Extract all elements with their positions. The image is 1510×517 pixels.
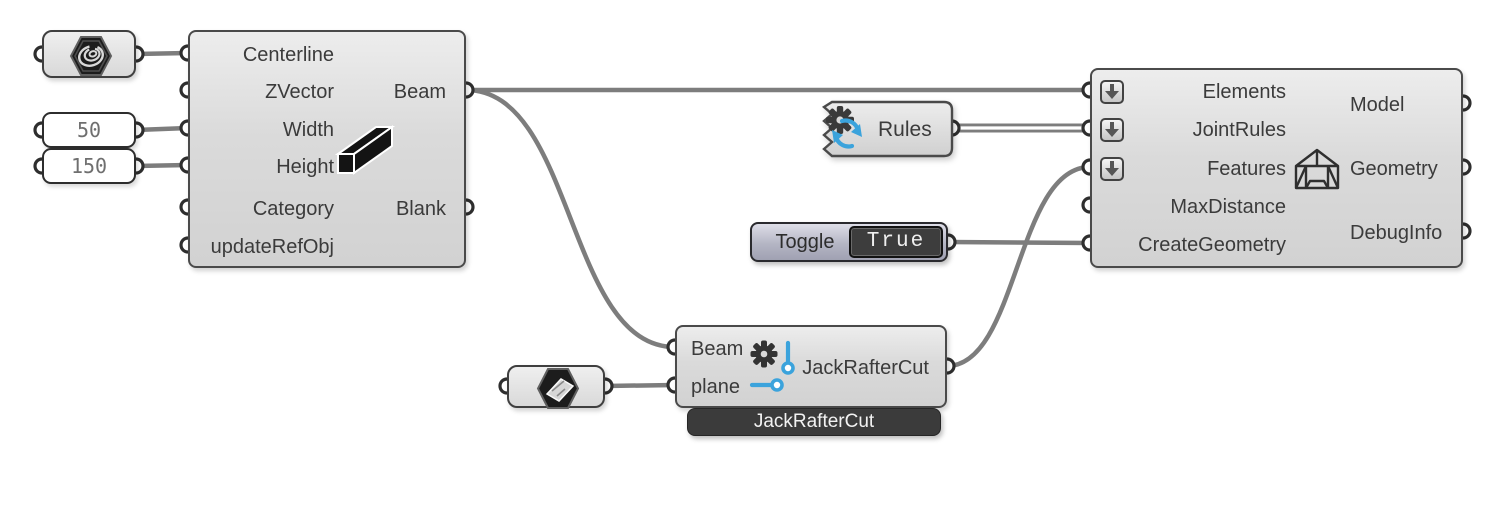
beam-component[interactable]: Centerline ZVector Width Height Category…	[188, 30, 466, 268]
frame-model-icon	[1294, 148, 1340, 190]
output-label-model: Model	[1350, 94, 1405, 116]
gear-circuit-icon	[749, 340, 795, 392]
toggle-label: Toggle	[775, 231, 835, 253]
down-arrow-icon	[1105, 122, 1119, 137]
height-panel[interactable]: 150	[42, 148, 136, 184]
rules-component[interactable]: Rules	[808, 100, 954, 158]
jackraftercut-nickname: JackRafterCut	[753, 411, 875, 432]
width-panel[interactable]: 50	[42, 112, 136, 148]
height-panel-value: 150	[70, 154, 108, 178]
input-label-maxdistance: MaxDistance	[1170, 196, 1286, 218]
wire-panel50-to-width[interactable]	[135, 125, 189, 133]
input-label-zvector: ZVector	[265, 81, 334, 103]
down-arrow-icon	[1105, 84, 1119, 99]
input-label-elements: Elements	[1202, 81, 1286, 103]
input-label-height: Height	[276, 156, 334, 178]
toggle-value[interactable]: True	[849, 226, 943, 258]
jackraftercut-nickname-bar: JackRafterCut	[687, 408, 941, 436]
jointrules-flatten-toggle[interactable]	[1100, 118, 1124, 142]
input-label-plane: plane	[691, 376, 740, 398]
output-label-debuginfo: DebugInfo	[1350, 222, 1443, 244]
rules-label: Rules	[878, 118, 932, 141]
output-label-beam: Beam	[393, 81, 446, 103]
down-arrow-icon	[1105, 161, 1119, 176]
wire-panel150-to-height[interactable]	[135, 162, 189, 169]
gear-cycle-icon	[826, 106, 862, 149]
input-label-centerline: Centerline	[242, 44, 334, 66]
input-label-jointrules: JointRules	[1192, 119, 1286, 141]
input-label-features: Features	[1207, 158, 1286, 180]
plane-hexagon-icon	[536, 368, 580, 409]
boolean-toggle[interactable]: Toggle True	[750, 222, 948, 262]
wire-toggle-to-creategeometry[interactable]	[947, 239, 1091, 246]
model-component[interactable]: Elements JointRules Features MaxDistance…	[1090, 68, 1463, 268]
elements-flatten-toggle[interactable]	[1100, 80, 1124, 104]
rules-jagged-body[interactable]	[821, 100, 954, 158]
input-label-category: Category	[252, 198, 334, 220]
input-label-width: Width	[282, 119, 334, 141]
wire-beam-to-jack-beam[interactable]	[465, 87, 676, 350]
plane-parameter-node[interactable]	[507, 365, 605, 409]
beam-3d-icon	[335, 125, 396, 175]
output-label-jackraftercut: JackRafterCut	[802, 357, 929, 379]
wire-plane-to-jack-plane[interactable]	[604, 382, 676, 389]
input-label-updaterefobj: updateRefObj	[210, 236, 334, 258]
curve-spiral-hexagon-icon	[69, 36, 113, 76]
curve-parameter-node[interactable]	[42, 30, 136, 78]
output-label-geometry: Geometry	[1350, 158, 1438, 180]
input-label-beam: Beam	[691, 338, 744, 360]
width-panel-value: 50	[76, 118, 102, 142]
features-flatten-toggle[interactable]	[1100, 157, 1124, 181]
wire-jack-to-features[interactable]	[946, 164, 1091, 369]
jackraftercut-component[interactable]: Beam plane JackRafterCut	[675, 325, 947, 408]
input-label-creategeometry: CreateGeometry	[1138, 234, 1286, 256]
output-label-blank: Blank	[395, 198, 446, 220]
wire-curve-to-centerline[interactable]	[135, 50, 189, 57]
